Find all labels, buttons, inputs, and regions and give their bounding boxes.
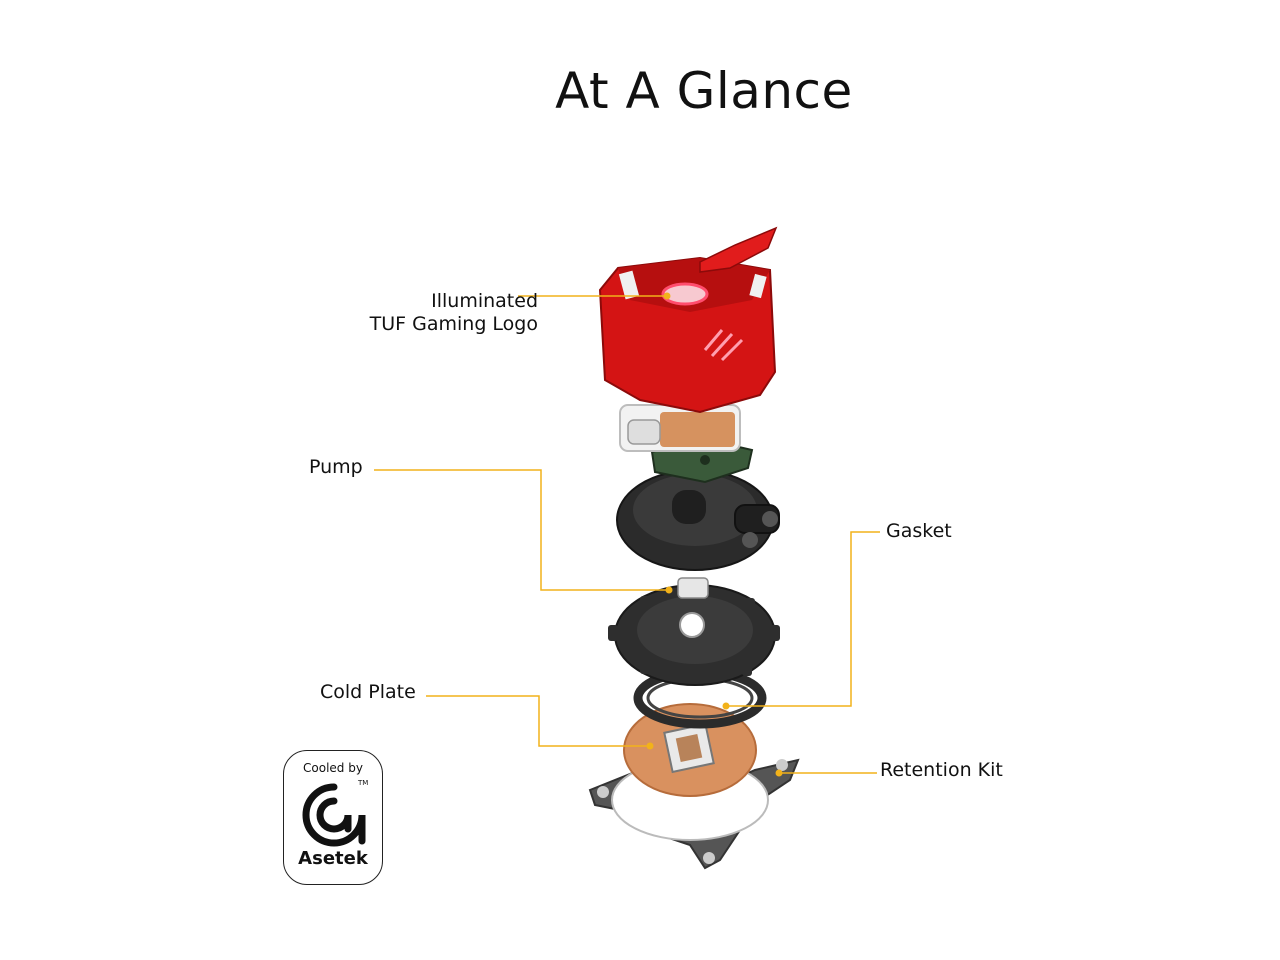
label-cold-plate: Cold Plate [320, 681, 416, 703]
leader-dots [646, 292, 783, 777]
leader-dot-cold-plate [646, 742, 654, 750]
pump-base-part [619, 404, 741, 452]
asetek-logo-icon [302, 783, 366, 847]
leader-lines [374, 295, 880, 774]
badge-cooled-by-text: Cooled by [303, 761, 363, 775]
cooled-by-asetek-badge: Cooled by TM Asetek [283, 750, 383, 885]
leader-line-pump [374, 469, 669, 591]
tuf-shroud-part [598, 226, 778, 414]
label-illuminated-logo: Illuminated TUF Gaming Logo [330, 290, 538, 336]
impeller-housing-part [608, 577, 780, 686]
leader-dot-logo [663, 292, 671, 300]
leader-dot-retention-kit [775, 769, 783, 777]
cold-plate-part [623, 703, 757, 797]
label-gasket: Gasket [886, 520, 952, 542]
leader-line-gasket [726, 531, 880, 707]
leader-dot-gasket [722, 702, 730, 710]
label-illuminated-logo-line2: TUF Gaming Logo [369, 313, 538, 335]
label-retention-kit: Retention Kit [880, 759, 1003, 781]
leader-dot-pump [665, 586, 673, 594]
label-pump: Pump [309, 456, 363, 478]
badge-trademark: TM [358, 779, 369, 787]
leader-line-cold-plate [426, 695, 650, 747]
page-title: At A Glance [555, 62, 853, 120]
label-illuminated-logo-line1: Illuminated [431, 290, 538, 312]
badge-brand-text: Asetek [298, 848, 368, 869]
pump-cover-part [616, 469, 780, 571]
